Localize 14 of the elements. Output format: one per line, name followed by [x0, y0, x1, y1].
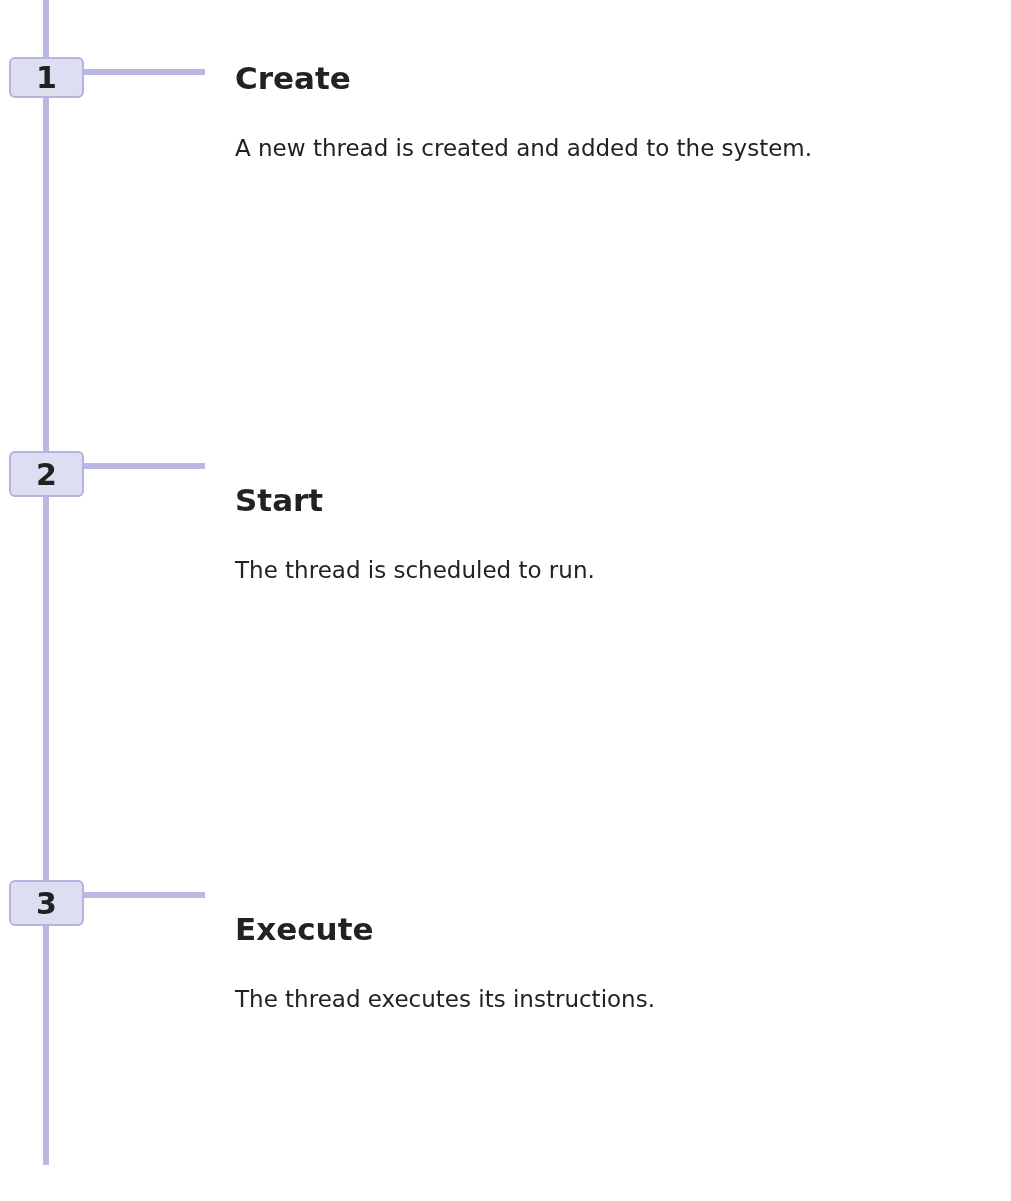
connector-line: [84, 892, 205, 898]
step-description: A new thread is created and added to the system.: [235, 134, 814, 163]
connector-line: [43, 98, 49, 451]
step-description: The thread executes its instructions.: [235, 985, 656, 1014]
step-description: The thread is scheduled to run.: [235, 556, 596, 585]
step-title: Start: [235, 481, 325, 520]
step-number: 2: [9, 451, 84, 497]
step-number: 3: [9, 880, 84, 926]
step-number: 1: [9, 57, 84, 98]
connector-line: [43, 497, 49, 880]
step-title: Create: [235, 59, 352, 98]
step-title: Execute: [235, 910, 375, 949]
connector-line: [84, 463, 205, 469]
connector-line: [84, 69, 205, 75]
